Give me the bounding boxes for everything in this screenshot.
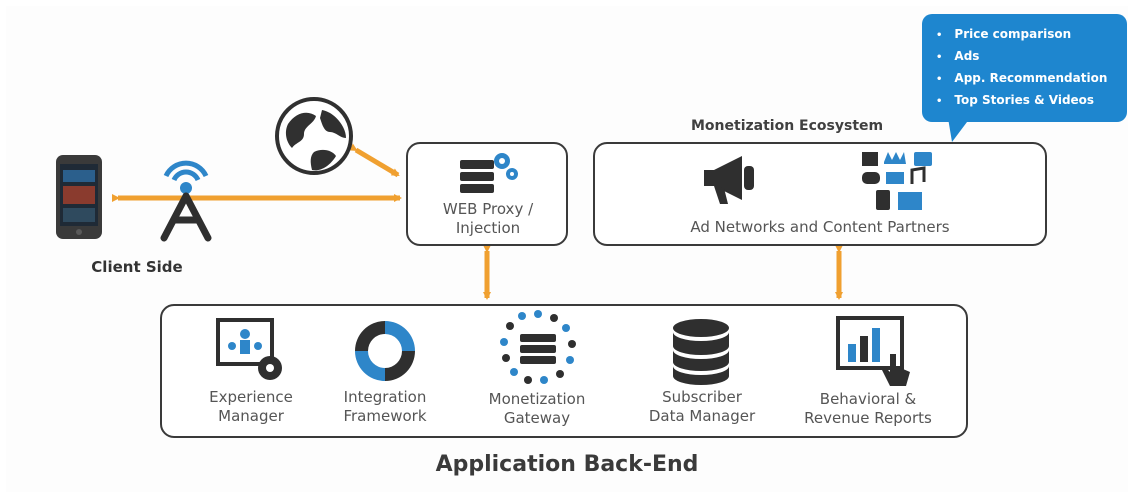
mobile-phone-icon [56, 155, 102, 239]
callout-item: Top Stories & Videos [936, 90, 1127, 112]
module-label: Behavioral & Revenue Reports [804, 390, 932, 427]
experience-manager-icon [216, 318, 282, 380]
ad-networks-label: Ad Networks and Content Partners [690, 218, 950, 236]
module-label: Experience Manager [209, 388, 293, 425]
globe-icon [275, 97, 353, 175]
web-proxy-label: WEB Proxy / Injection [442, 200, 534, 237]
application-backend-box [160, 304, 968, 438]
callout-item: App. Recommendation [936, 68, 1127, 90]
monetization-ecosystem-box [593, 142, 1047, 246]
callout-item: Price comparison [936, 24, 1127, 46]
client-side-label: Client Side [91, 258, 183, 276]
callout-bubble: Price comparison Ads App. Recommendation… [922, 14, 1127, 122]
module-label: Integration Framework [343, 388, 427, 425]
application-backend-title: Application Back-End [435, 452, 699, 477]
callout-tail [948, 118, 970, 142]
server-gear-icon [460, 153, 518, 193]
web-proxy-box [406, 142, 568, 246]
module-label: Monetization Gateway [488, 390, 586, 427]
database-icon [673, 319, 729, 385]
megaphone-icon [704, 156, 754, 204]
arrow-globe-proxy [348, 143, 400, 178]
callout-item: Ads [936, 46, 1127, 68]
antenna-icon [160, 160, 212, 242]
integration-framework-icon [355, 321, 415, 381]
reports-icon [836, 316, 910, 386]
module-label: Subscriber Data Manager [648, 388, 756, 425]
monetization-ecosystem-heading: Monetization Ecosystem [691, 118, 884, 134]
content-partners-icon [862, 152, 932, 210]
monetization-gateway-icon [500, 310, 576, 384]
